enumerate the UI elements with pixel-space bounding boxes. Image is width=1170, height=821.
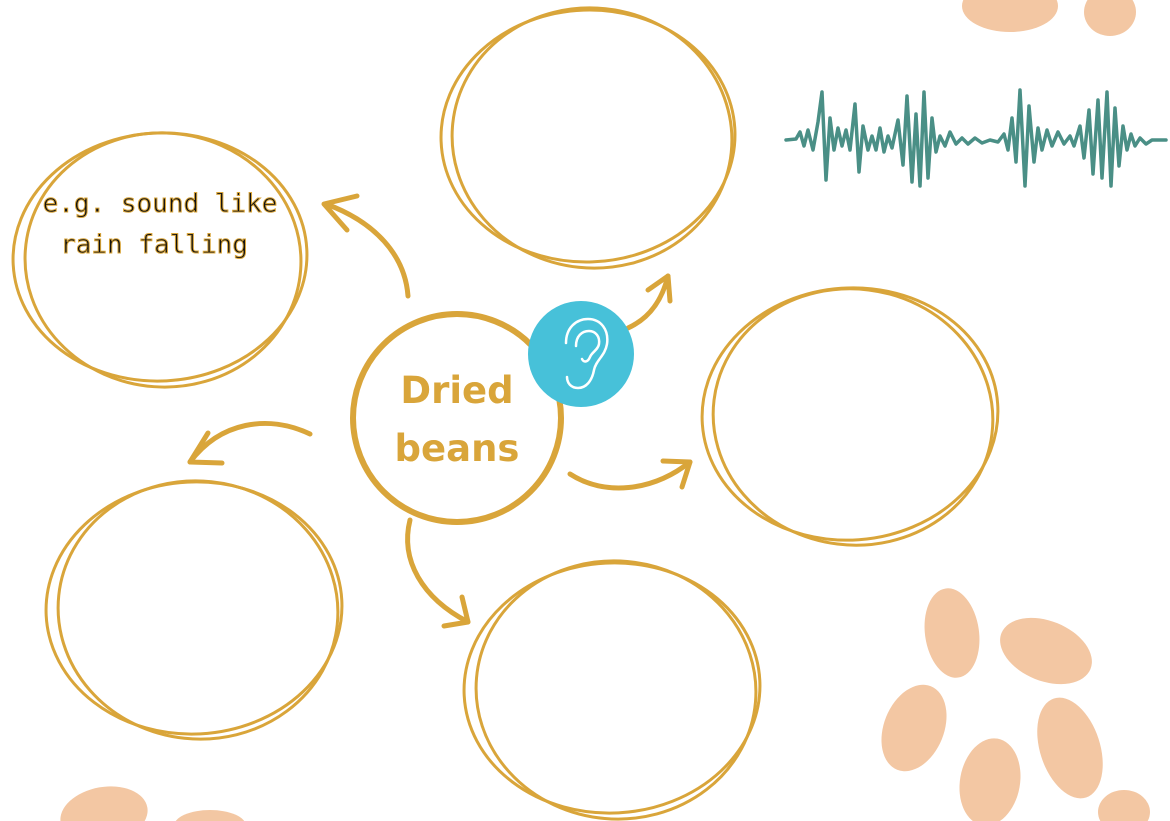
arrow-to-bottom-center xyxy=(405,517,471,629)
bean-icon xyxy=(959,738,1021,821)
bubble-top-left: e.g. sound like rain falling xyxy=(11,131,309,389)
arrows xyxy=(187,193,693,629)
ear-badge-circle xyxy=(528,301,634,407)
bean-icon xyxy=(1000,617,1092,685)
bean-icon xyxy=(1084,0,1136,36)
bean-cluster-bottom-left xyxy=(60,786,245,821)
sound-wave-icon xyxy=(784,88,1168,188)
center-title-line-1: Dried xyxy=(400,369,513,412)
arrow-to-right xyxy=(567,458,693,491)
bubble-top-left-line-2: rain falling xyxy=(60,230,248,260)
bean-cluster-top-right xyxy=(962,0,1136,36)
arrow-to-top-left xyxy=(321,193,411,299)
bubble-top-left-line-1: e.g. sound like xyxy=(43,189,278,219)
center-title-line-2: beans xyxy=(395,427,520,470)
bean-cluster-bottom-right xyxy=(881,588,1150,821)
bean-icon xyxy=(924,588,980,678)
ear-icon xyxy=(564,317,609,390)
bean-icon xyxy=(60,786,148,821)
bubble-right xyxy=(700,286,1000,547)
bean-icon xyxy=(962,0,1058,32)
bean-icon xyxy=(881,684,947,772)
bean-icon xyxy=(1098,790,1150,821)
bubble-bottom-center xyxy=(462,559,762,821)
ear-badge xyxy=(528,301,634,407)
bubble-top-center xyxy=(439,6,737,270)
arrow-to-bottom-left xyxy=(187,421,313,466)
bean-icon xyxy=(1037,697,1103,799)
bubble-bottom-left xyxy=(44,479,344,741)
bean-icon xyxy=(175,810,245,821)
center-node: Dried beans xyxy=(350,311,564,525)
center-circle xyxy=(350,311,564,525)
arrow-to-top-center xyxy=(625,273,673,331)
